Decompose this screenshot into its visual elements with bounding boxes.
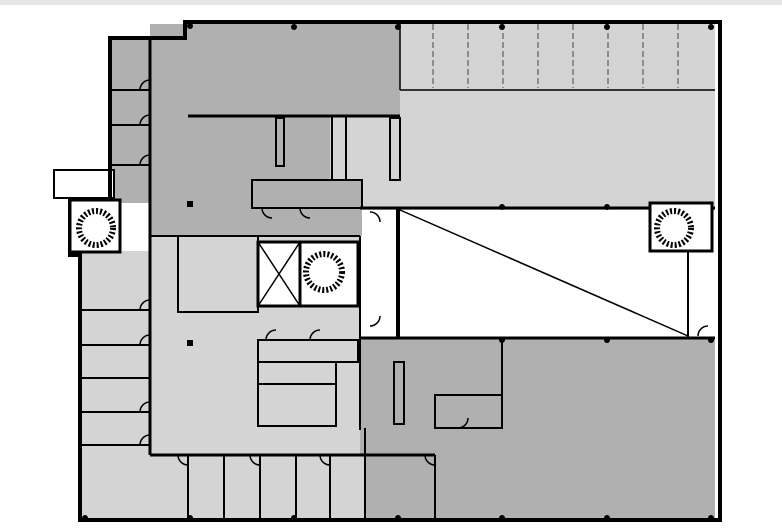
room-small bbox=[434, 394, 503, 429]
exterior-wall bbox=[68, 20, 722, 522]
door-swing bbox=[139, 334, 151, 346]
zones bbox=[53, 24, 715, 520]
door-swing bbox=[299, 207, 311, 219]
columns bbox=[82, 23, 714, 521]
column bbox=[395, 24, 401, 30]
door-swing bbox=[249, 454, 261, 466]
door-swing bbox=[139, 299, 151, 311]
column bbox=[291, 515, 297, 521]
column bbox=[708, 337, 714, 343]
parking-stalls bbox=[432, 24, 679, 88]
stair-left-box bbox=[68, 198, 122, 254]
door-swing bbox=[139, 114, 151, 126]
column bbox=[499, 515, 505, 521]
balcony bbox=[53, 169, 115, 199]
shaft bbox=[389, 117, 401, 181]
spiral-stair-right bbox=[654, 208, 694, 248]
column bbox=[708, 24, 714, 30]
zone-bottom-center bbox=[365, 428, 435, 520]
column bbox=[291, 24, 297, 30]
door-swing bbox=[369, 211, 381, 223]
shaft bbox=[275, 117, 285, 167]
column bbox=[82, 515, 88, 521]
door-swing bbox=[369, 315, 381, 327]
door-swing bbox=[139, 79, 151, 91]
column bbox=[499, 24, 505, 30]
door-swing bbox=[261, 207, 273, 219]
door-swing bbox=[319, 454, 331, 466]
door-swing bbox=[177, 454, 189, 466]
spiral-stairs bbox=[76, 208, 694, 293]
elevator-cross bbox=[257, 241, 301, 307]
spiral-stair-core bbox=[303, 251, 345, 293]
column bbox=[499, 337, 505, 343]
door-swing bbox=[139, 434, 151, 446]
column bbox=[187, 515, 193, 521]
restroom-block-upper bbox=[251, 179, 363, 209]
column bbox=[499, 204, 505, 210]
door-swing bbox=[457, 417, 469, 429]
door-swing bbox=[424, 454, 436, 466]
zone-bottom-left bbox=[80, 455, 365, 520]
column bbox=[395, 515, 401, 521]
viewer-top-strip bbox=[0, 0, 782, 5]
column bbox=[604, 24, 610, 30]
column bbox=[708, 515, 714, 521]
column bbox=[187, 201, 193, 207]
door-swing bbox=[139, 154, 151, 166]
door-swing bbox=[309, 329, 321, 341]
shaft bbox=[393, 361, 405, 425]
door-swing bbox=[265, 329, 277, 341]
zone-left-rooms bbox=[112, 40, 150, 205]
doors bbox=[139, 79, 709, 466]
spiral-stair-left bbox=[76, 208, 116, 248]
door-swing bbox=[697, 325, 709, 337]
column bbox=[604, 204, 610, 210]
storage-room bbox=[257, 361, 337, 427]
column bbox=[187, 23, 193, 29]
stair-right-box bbox=[648, 201, 714, 253]
column bbox=[604, 337, 610, 343]
column bbox=[187, 340, 193, 346]
zone-top-right-parking bbox=[400, 24, 715, 210]
diagonal-ramp bbox=[399, 209, 689, 337]
door-swing bbox=[139, 401, 151, 413]
column bbox=[604, 515, 610, 521]
